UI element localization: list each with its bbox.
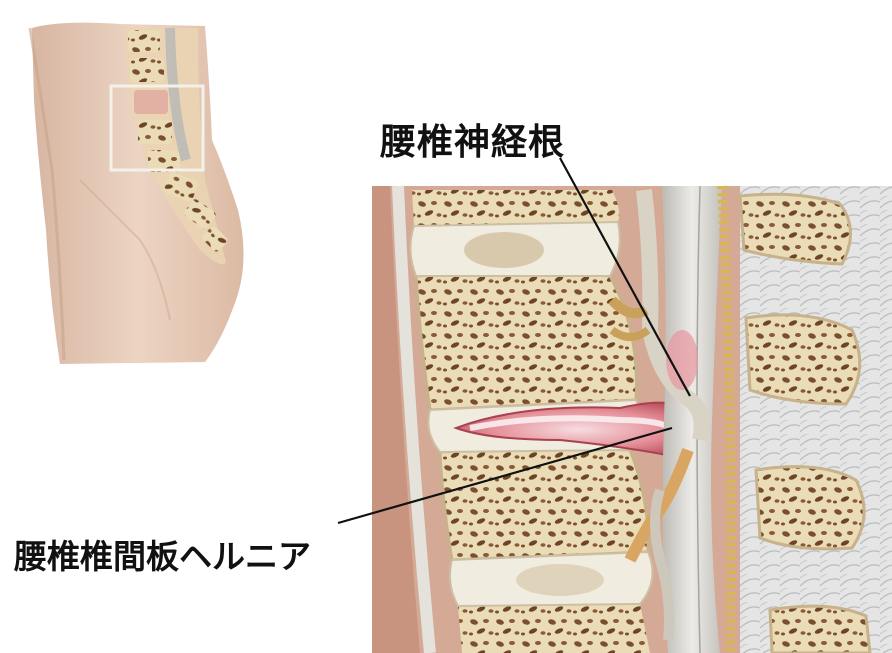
spine-detail-panel (372, 186, 892, 653)
nerve-root-label: 腰椎神経根 (380, 113, 565, 165)
disc-herniation-label: 腰椎椎間板ヘルニア (14, 530, 311, 578)
torso-overview (30, 23, 244, 364)
